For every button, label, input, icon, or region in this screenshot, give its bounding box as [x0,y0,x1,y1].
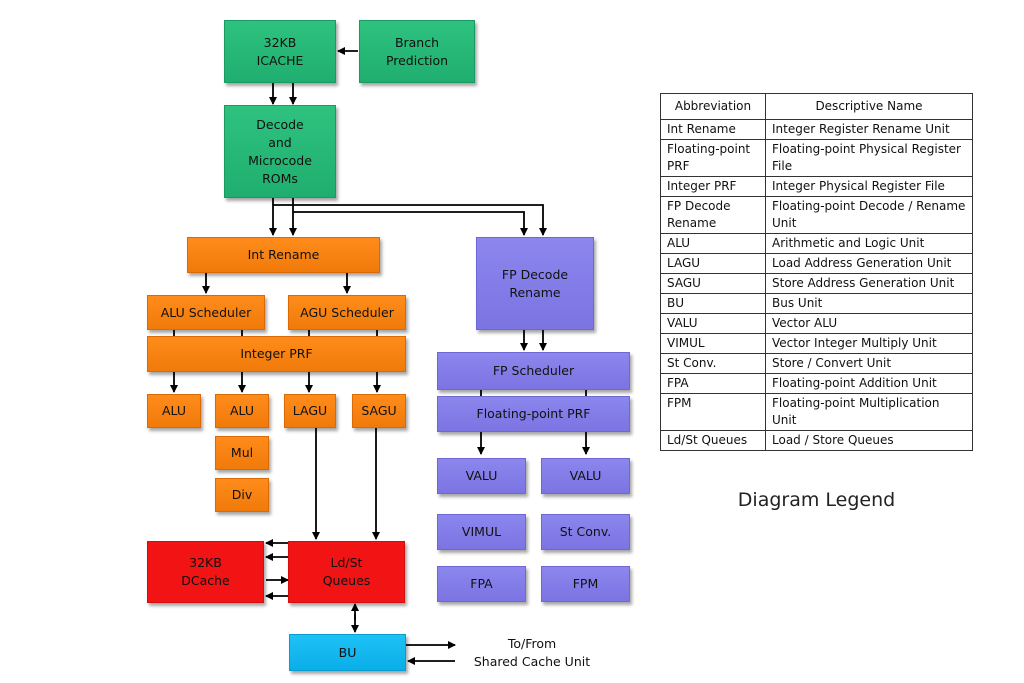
ldst-queues-block: Ld/St Queues [288,541,405,603]
decode-block: Decode and Microcode ROMs [224,105,336,198]
shared-cache-note: To/From Shared Cache Unit [473,636,591,669]
bu-block: BU [289,634,406,671]
valu-block-2: VALU [541,458,630,494]
legend-header-abbreviation: Abbreviation [660,93,766,120]
agu-scheduler-block: AGU Scheduler [288,295,406,330]
branch-prediction-block: Branch Prediction [359,20,475,83]
legend-description: Floating-point Addition Unit [765,373,973,394]
alu-block-2: ALU [215,394,269,428]
legend-header-row: Abbreviation Descriptive Name [660,93,973,120]
legend-description: Vector Integer Multiply Unit [765,333,973,354]
legend-description: Integer Register Rename Unit [765,119,973,140]
legend-description: Floating-point Decode / Rename Unit [765,196,973,234]
fp-decode-rename-block: FP Decode Rename [476,237,594,330]
legend-header-descriptive-name: Descriptive Name [765,93,973,120]
fpa-block: FPA [437,566,526,602]
legend-description: Load Address Generation Unit [765,253,973,274]
vimul-block: VIMUL [437,514,526,550]
legend-abbreviation: VIMUL [660,333,766,354]
legend-description: Load / Store Queues [765,430,973,451]
legend-abbreviation: BU [660,293,766,314]
legend-description: Integer Physical Register File [765,176,973,197]
integer-prf-block: Integer PRF [147,336,406,372]
st-conv-block: St Conv. [541,514,630,550]
legend-abbreviation: Integer PRF [660,176,766,197]
fp-scheduler-block: FP Scheduler [437,352,630,390]
legend-description: Floating-point Multiplication Unit [765,393,973,431]
arrow-decode-to-fpdecode-2 [293,211,528,236]
legend-abbreviation: St Conv. [660,353,766,374]
valu-block-1: VALU [437,458,526,494]
icache-block: 32KB ICACHE [224,20,336,83]
legend-description: Vector ALU [765,313,973,334]
alu-block-1: ALU [147,394,201,428]
fpm-block: FPM [541,566,630,602]
legend-abbreviation: Int Rename [660,119,766,140]
legend-abbreviation: LAGU [660,253,766,274]
legend-abbreviation: VALU [660,313,766,334]
legend-abbreviation: ALU [660,233,766,254]
legend-description: Floating-point Physical Register File [765,139,973,177]
legend-abbreviation: SAGU [660,273,766,294]
legend-description: Bus Unit [765,293,973,314]
alu-scheduler-block: ALU Scheduler [147,295,265,330]
legend-abbreviation: FPA [660,373,766,394]
mul-block: Mul [215,436,269,470]
lagu-block: LAGU [284,394,336,428]
legend-abbreviation: FPM [660,393,766,431]
fp-prf-block: Floating-point PRF [437,396,630,432]
sagu-block: SAGU [352,394,406,428]
legend-description: Arithmetic and Logic Unit [765,233,973,254]
arrow-decode-to-fpdecode-1 [273,204,547,236]
legend-table: Abbreviation Descriptive Name Int Rename… [660,93,973,451]
legend-caption: Diagram Legend [737,489,896,511]
dcache-block: 32KB DCache [147,541,264,603]
legend-abbreviation: Floating-point PRF [660,139,766,177]
int-rename-block: Int Rename [187,237,380,273]
div-block: Div [215,478,269,512]
legend-row: St Conv.Store / Convert Unit [660,353,973,374]
legend-description: Store / Convert Unit [765,353,973,374]
legend-abbreviation: FP Decode Rename [660,196,766,234]
legend-abbreviation: Ld/St Queues [660,430,766,451]
legend-description: Store Address Generation Unit [765,273,973,294]
